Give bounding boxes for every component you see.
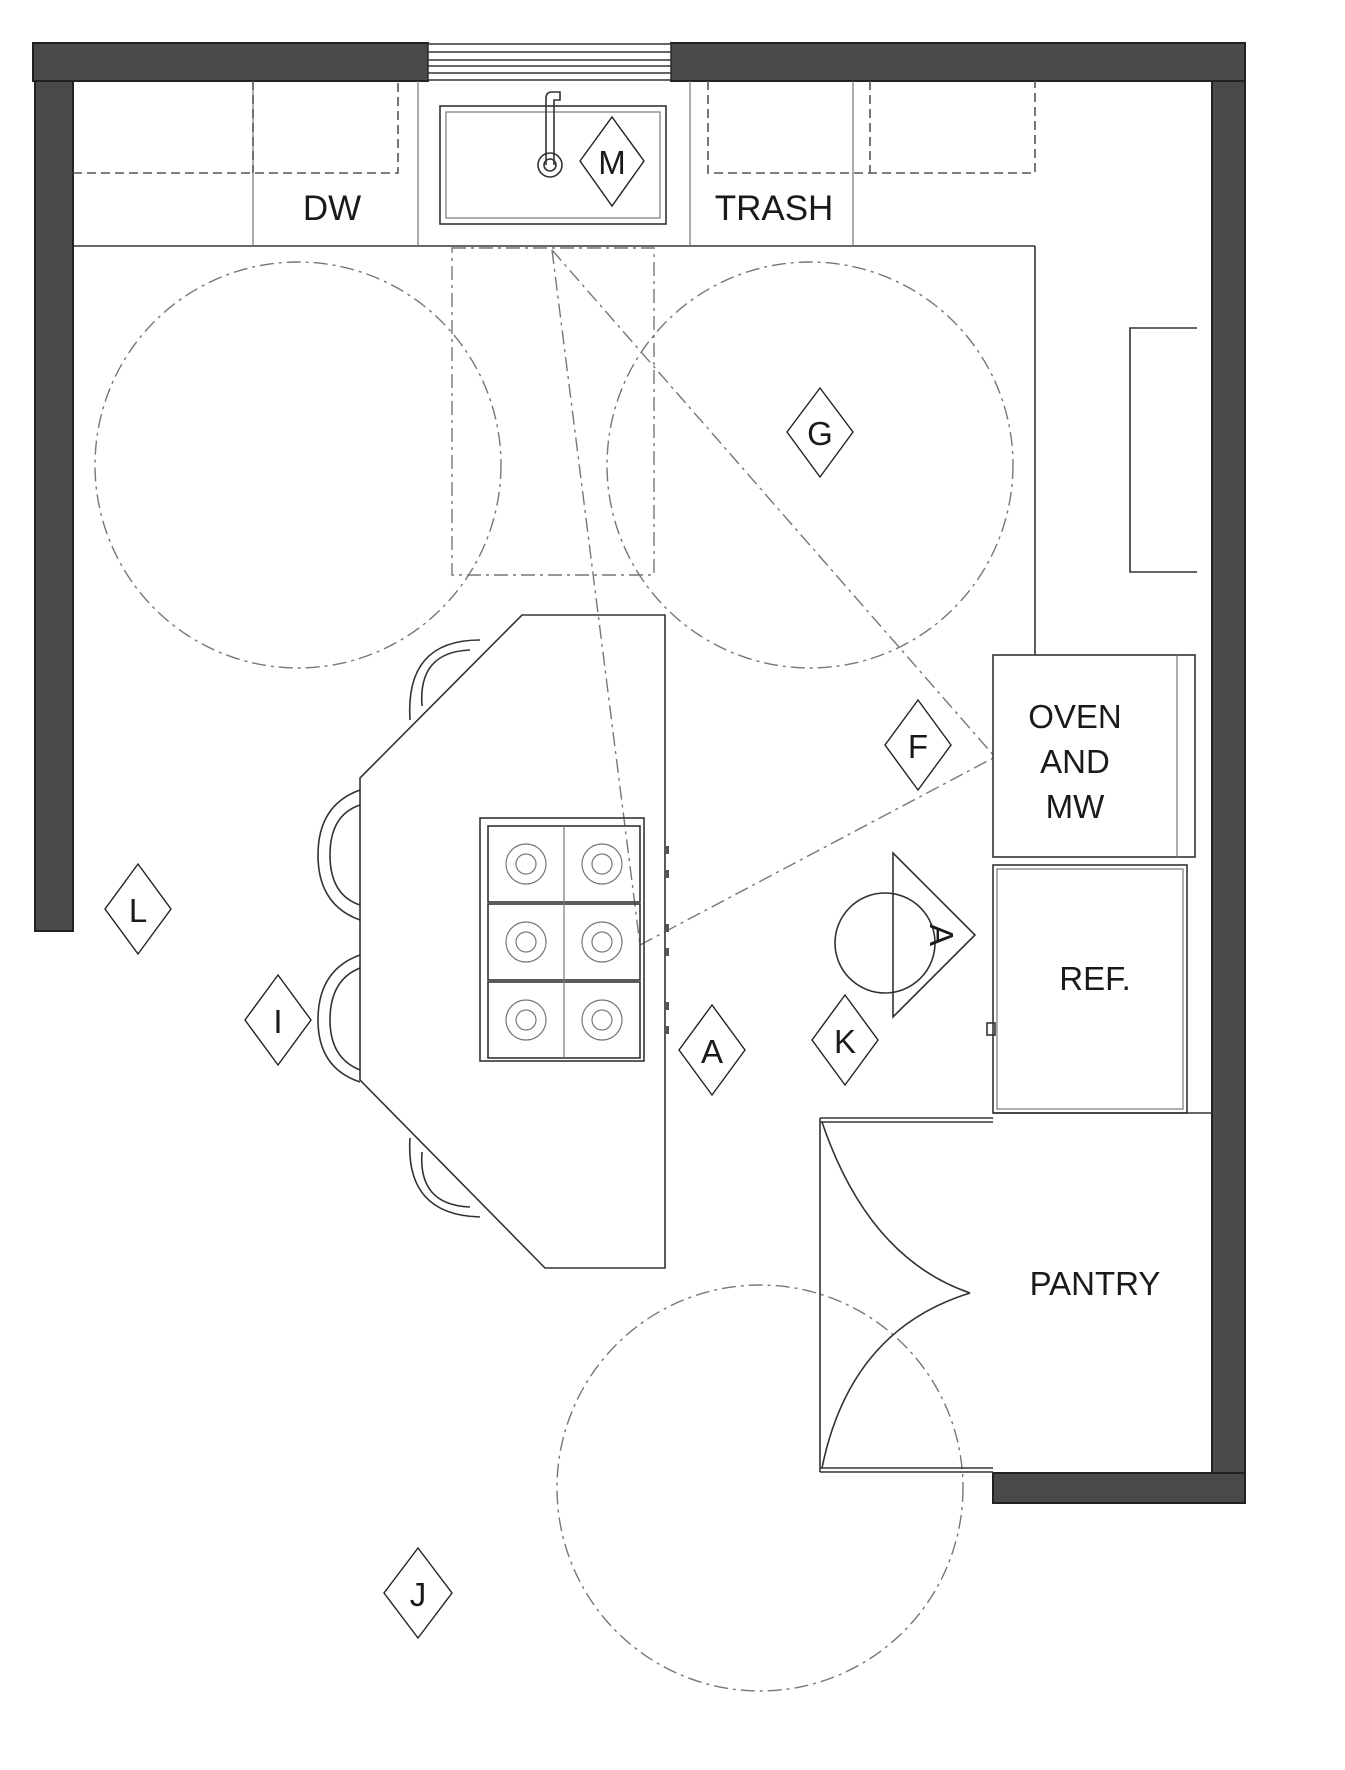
tag-f: F — [884, 698, 952, 792]
work-zone-dashed — [451, 247, 655, 576]
top-wall-left — [32, 42, 429, 82]
label-ref: REF. — [1059, 960, 1131, 997]
island — [317, 614, 666, 1269]
svg-text:L: L — [129, 892, 147, 929]
right-wall — [1211, 80, 1246, 1500]
pantry-bottom-wall — [992, 1472, 1246, 1504]
clearance-circle-bottom — [556, 1284, 964, 1692]
clearance-circle-right — [606, 261, 1014, 669]
walls — [32, 42, 1246, 1504]
svg-text:K: K — [834, 1023, 856, 1060]
wall-niche — [1129, 327, 1197, 573]
tag-k: K — [811, 993, 879, 1087]
tag-j: J — [383, 1546, 453, 1640]
room-labels: DW TRASH OVEN AND MW REF. PANTRY — [303, 189, 1161, 1302]
svg-text:F: F — [908, 728, 928, 765]
svg-text:M: M — [598, 144, 626, 181]
svg-text:J: J — [410, 1576, 427, 1613]
tag-g: G — [786, 386, 854, 479]
top-wall-right — [670, 42, 1246, 82]
fridge-swing-marker — [834, 851, 977, 1019]
label-oven-line2: AND — [1040, 743, 1110, 780]
svg-text:A: A — [923, 924, 960, 946]
oven-and-mw — [992, 654, 1196, 858]
tag-l: L — [104, 862, 172, 956]
svg-text:I: I — [273, 1003, 282, 1040]
label-oven-line3: MW — [1046, 788, 1105, 825]
window — [427, 43, 672, 81]
clearance-circle-left — [94, 261, 502, 669]
diamond-tags: M G F A L I A K J — [104, 115, 960, 1640]
left-wall — [34, 80, 74, 932]
svg-text:G: G — [807, 415, 833, 452]
back-counter — [73, 81, 1036, 655]
label-trash: TRASH — [715, 189, 834, 228]
tag-i: I — [244, 973, 312, 1067]
cooktop — [479, 817, 669, 1062]
sink — [439, 91, 667, 225]
label-pantry: PANTRY — [1030, 1265, 1161, 1302]
tag-m: M — [579, 115, 645, 208]
label-dw: DW — [303, 189, 361, 228]
pantry — [819, 1112, 1212, 1473]
tag-a-island: A — [678, 1003, 746, 1097]
label-oven-line1: OVEN — [1028, 698, 1122, 735]
work-triangle — [551, 249, 996, 946]
tag-a-fridge: A — [923, 924, 960, 946]
svg-text:A: A — [701, 1033, 723, 1070]
